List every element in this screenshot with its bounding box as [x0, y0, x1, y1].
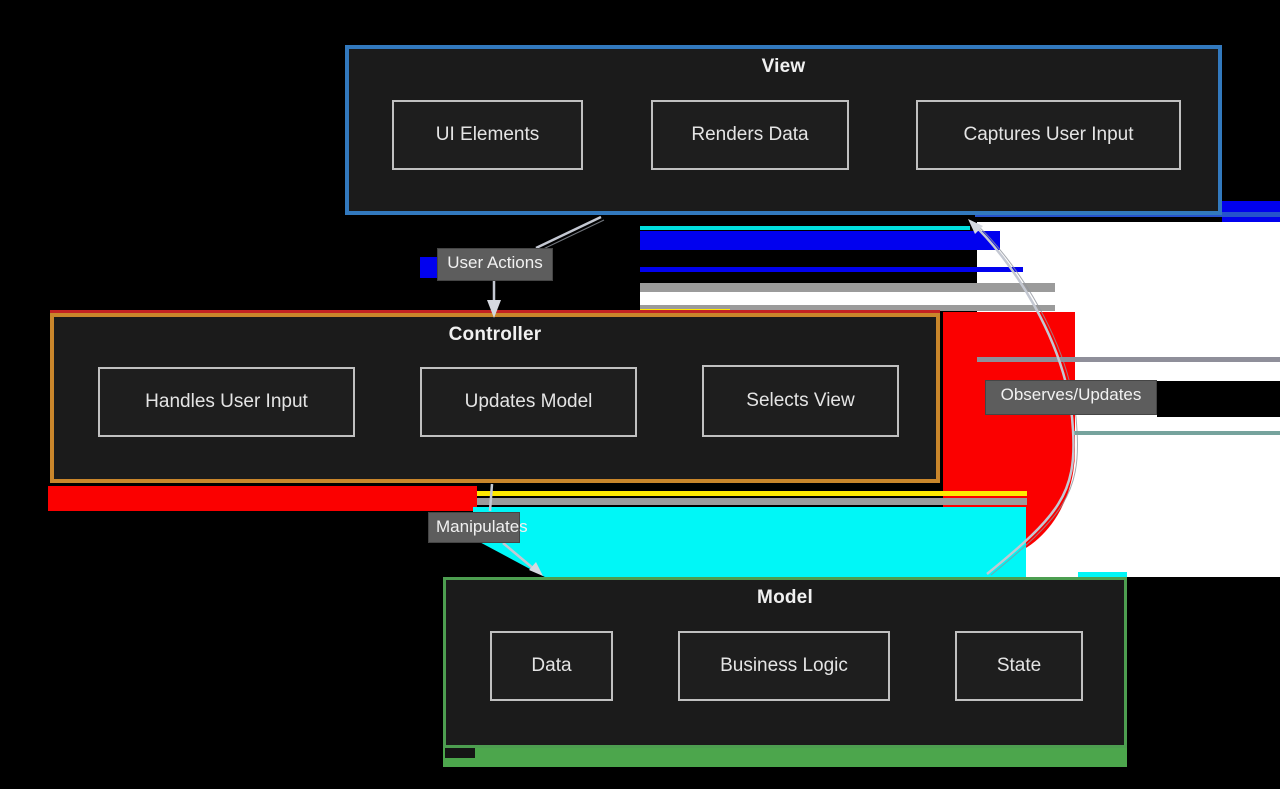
artifact-red-band-bottom — [48, 486, 477, 511]
node-renders-data-label: Renders Data — [691, 124, 809, 145]
model-green-band-notch — [445, 748, 475, 758]
artifact-cyan-block — [473, 507, 1026, 577]
model-green-band — [443, 748, 1127, 767]
edge-label-manipulates-text: Manipulates — [436, 517, 528, 536]
artifact-gray-band2 — [640, 305, 1055, 311]
artifact-black-band — [1157, 381, 1280, 417]
artifact-blue-line2 — [640, 267, 1023, 272]
node-selects-view-label: Selects View — [746, 390, 855, 411]
group-view: View UI Elements Renders Data Captures U… — [345, 45, 1222, 215]
edge-user-actions-strand2 — [538, 219, 605, 252]
node-renders-data: Renders Data — [651, 100, 849, 170]
artifact-gray-line-bottom — [477, 498, 1027, 505]
node-data: Data — [490, 631, 613, 701]
artifact-yellow-line-bottom — [477, 491, 1027, 496]
artifact-gray-band1 — [640, 283, 1055, 292]
node-handles-user-input: Handles User Input — [98, 367, 355, 437]
group-model: Model Data Business Logic State — [443, 577, 1127, 748]
node-data-label: Data — [531, 655, 572, 676]
node-updates-model-label: Updates Model — [464, 391, 593, 412]
node-updates-model: Updates Model — [420, 367, 637, 437]
node-state: State — [955, 631, 1083, 701]
node-business-logic: Business Logic — [678, 631, 890, 701]
group-view-title: View — [761, 56, 806, 77]
artifact-blue-dot — [420, 257, 438, 278]
node-handles-user-input-label: Handles User Input — [145, 391, 308, 412]
group-controller: Controller Handles User Input Updates Mo… — [50, 313, 940, 483]
edge-label-observes-updates-text: Observes/Updates — [1000, 385, 1142, 404]
artifact-teal-line — [1073, 431, 1280, 435]
node-captures-user-input-label: Captures User Input — [963, 124, 1134, 145]
group-model-title: Model — [757, 587, 813, 608]
node-state-label: State — [996, 655, 1042, 676]
group-controller-title: Controller — [448, 324, 542, 345]
node-ui-elements: UI Elements — [392, 100, 583, 170]
node-business-logic-label: Business Logic — [720, 655, 848, 676]
edge-label-user-actions: User Actions — [437, 248, 553, 281]
edge-label-user-actions-text: User Actions — [447, 253, 543, 272]
node-selects-view: Selects View — [702, 365, 899, 437]
edge-label-manipulates: Manipulates — [428, 512, 528, 543]
artifact-blue-band — [640, 231, 1000, 250]
artifact-white-band — [640, 292, 1055, 305]
artifact-cyan-dashes — [1078, 572, 1127, 577]
node-captures-user-input: Captures User Input — [916, 100, 1181, 170]
edge-label-observes-updates: Observes/Updates — [985, 380, 1157, 415]
node-ui-elements-label: UI Elements — [435, 124, 540, 145]
artifact-cyan-line — [640, 226, 970, 230]
artifact-gray-line-right — [977, 357, 1280, 362]
edge-user-actions-seg1 — [535, 215, 602, 250]
